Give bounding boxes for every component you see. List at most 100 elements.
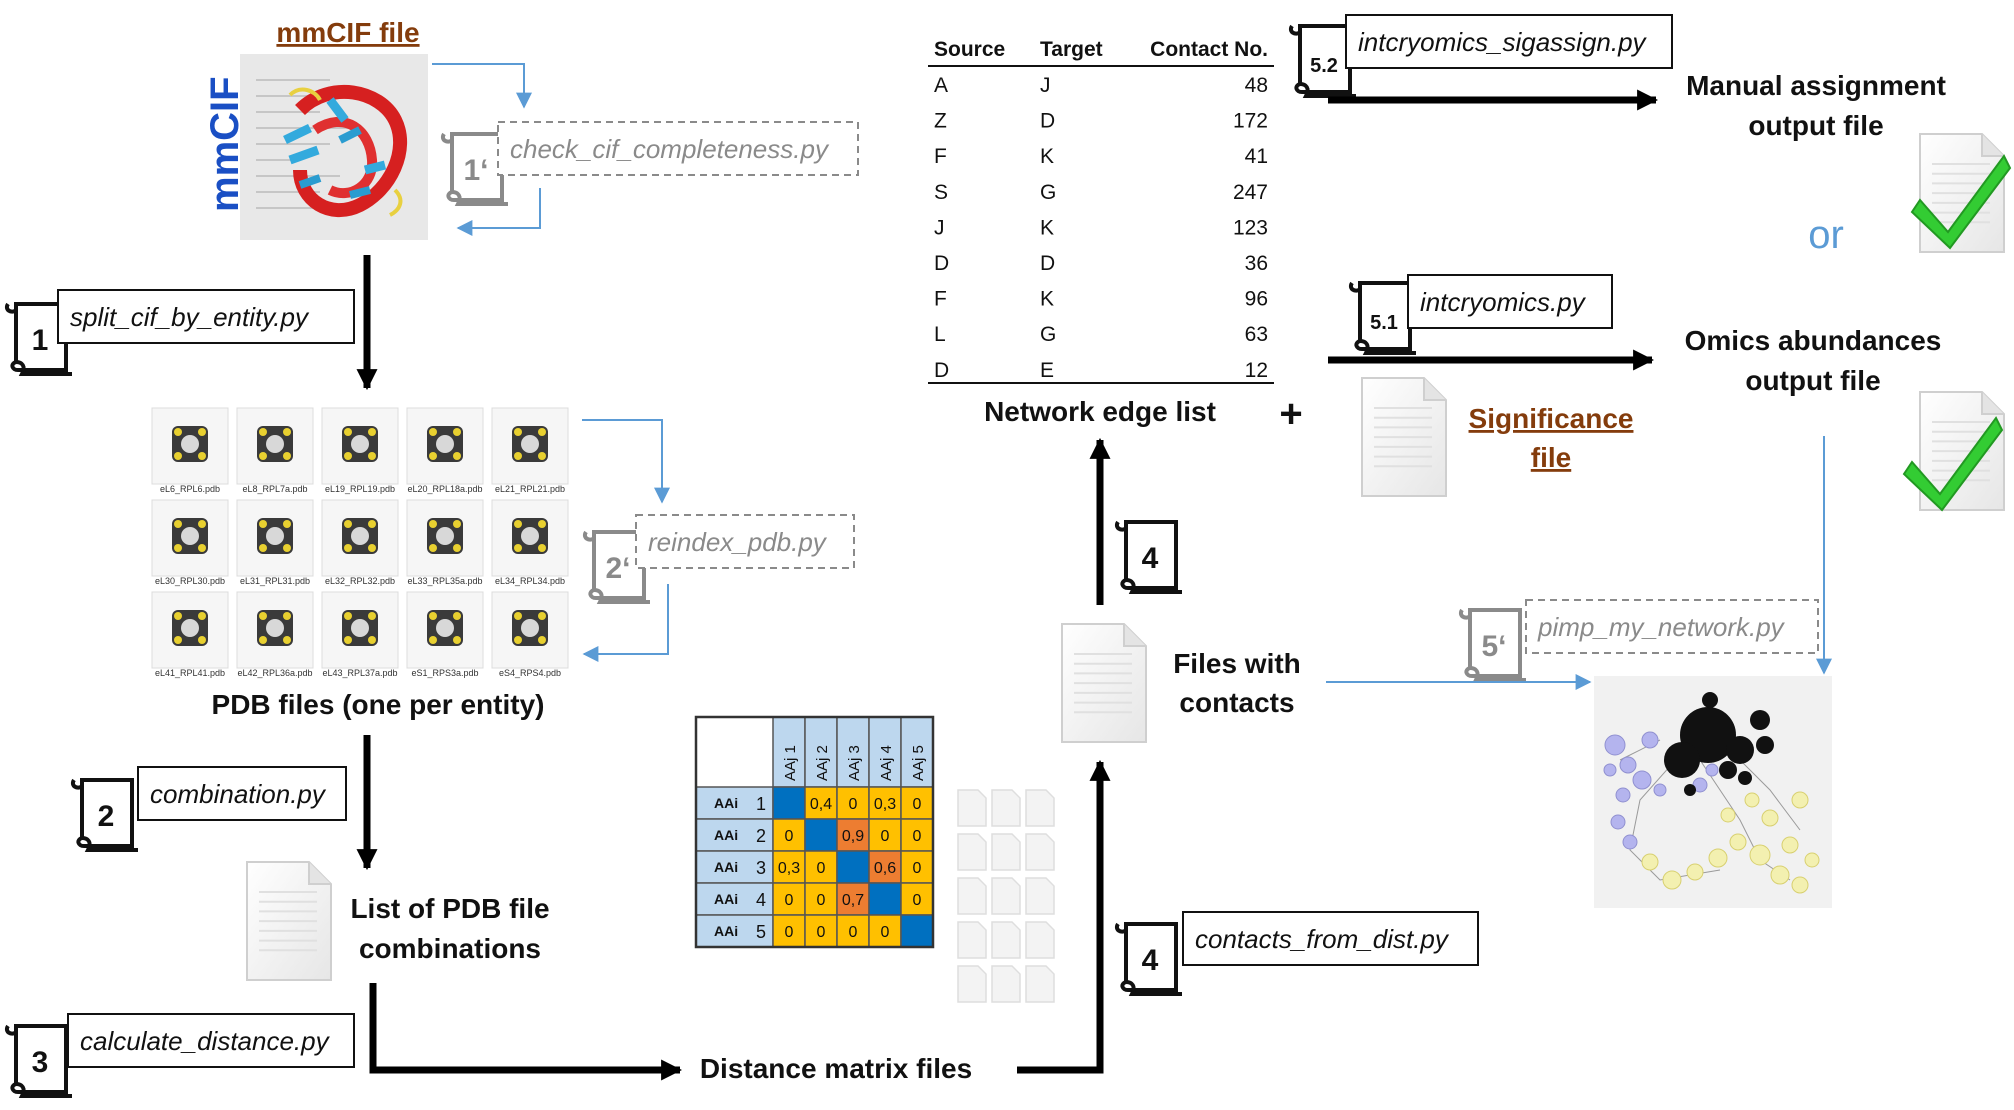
files-with-contacts-label-line1: Files with [1173, 648, 1301, 679]
script-name: intcryomics.py [1420, 287, 1587, 317]
distance-matrix-file-icon [1025, 921, 1055, 959]
significance-file-label-line2: file [1531, 442, 1571, 473]
edge-table-row: F K 96 [934, 288, 1268, 311]
edge-table-cell: G [1040, 181, 1056, 204]
edge-table-cell: K [1040, 145, 1054, 168]
omics-abundances-label-line1: Omics abundances [1685, 325, 1942, 356]
script-s4b: 4 [1115, 520, 1182, 594]
edge-table-cell: J [934, 216, 945, 239]
script-name: combination.py [150, 779, 327, 809]
edge-table-cell: Z [934, 110, 947, 133]
edge-table-cell: D [1040, 110, 1055, 133]
script-step-number: 2‘ [605, 552, 630, 585]
matrix-row-number: 3 [756, 858, 766, 878]
edge-table-cell: K [1040, 216, 1054, 239]
matrix-cell-value: 0 [913, 828, 922, 845]
pdb-file-name: eL34_RPL34.pdb [495, 576, 565, 586]
edge-table-cell: 96 [1245, 288, 1268, 311]
workflow-arrows [356, 89, 1659, 1081]
or-label: or [1808, 213, 1844, 257]
script-s2: 2 combination.py [71, 766, 347, 852]
edge-table-cell: 48 [1245, 74, 1268, 97]
matrix-cell-value: 0 [913, 860, 922, 877]
script-name-box [67, 1013, 355, 1068]
matrix-cell-value: 0 [913, 892, 922, 909]
edge-table-cell: F [934, 145, 947, 168]
script-step-number: 1‘ [463, 154, 488, 187]
script-step-number: 3 [32, 1046, 49, 1079]
matrix-cell-value: 0 [849, 796, 858, 813]
matrix-row-sub-label: AAi [714, 827, 738, 843]
matrix-cell-value: 0 [817, 860, 826, 877]
files-with-contacts-document-icon [1061, 623, 1147, 743]
pdb-file-item: eL19_RPL19.pdb [321, 407, 399, 494]
pdb-file-item: eS1_RPS3a.pdb [406, 591, 484, 678]
distance-matrix-file-icon [991, 833, 1021, 871]
pdb-file-name: eL20_RPL18a.pdb [407, 484, 482, 494]
pdb-file-item: eL33_RPL35a.pdb [406, 499, 484, 586]
edge-table-header: Contact No. [1150, 38, 1268, 61]
check-icon [1902, 416, 2004, 512]
script-step-number: 4 [1142, 944, 1159, 977]
distance-matrix-file-icon [1025, 833, 1055, 871]
edge-table-cell: 41 [1245, 145, 1268, 168]
script-name: split_cif_by_entity.py [70, 302, 310, 332]
significance-file-label-line1: Significance [1469, 403, 1634, 434]
matrix-cell [804, 914, 838, 948]
manual-assignment-label-line2: output file [1748, 110, 1883, 141]
matrix-cell [868, 850, 902, 884]
distance-matrix-file-icon [1025, 877, 1055, 915]
script-name: intcryomics_sigassign.py [1358, 27, 1648, 57]
matrix-cell-value: 0 [913, 796, 922, 813]
matrix-cell [900, 914, 934, 948]
edge-table-row: F K 41 [934, 145, 1268, 168]
matrix-cell [772, 850, 806, 884]
matrix-row-sub-label: AAi [714, 795, 738, 811]
script-name: contacts_from_dist.py [1195, 924, 1450, 954]
pdb-file-item: eS4_RPS4.pdb [491, 591, 569, 678]
edge-table-cell: K [1040, 288, 1054, 311]
edge-table-cell: 247 [1233, 181, 1268, 204]
edge-table-cell: 12 [1245, 359, 1268, 382]
script-name-box [137, 766, 347, 821]
matrix-row-header [695, 786, 774, 820]
script-name: check_cif_completeness.py [510, 134, 830, 164]
list-pdb-combinations-label-line1: List of PDB file [350, 893, 549, 924]
script-step-number: 4 [1142, 542, 1159, 575]
pdb-file-name: eL30_RPL30.pdb [155, 576, 225, 586]
pdb-file-name: eL21_RPL21.pdb [495, 484, 565, 494]
pdb-file-name: eL8_RPL7a.pdb [242, 484, 307, 494]
script-scroll-icon: 2 [71, 778, 138, 852]
list-pdb-combinations-label-line2: combinations [359, 933, 541, 964]
matrix-cell-value: 0 [881, 828, 890, 845]
pdb-file-item: eL31_RPL31.pdb [236, 499, 314, 586]
network-edge-list-label: Network edge list [984, 396, 1216, 427]
pdb-file-item: eL41_RPL41.pdb [151, 591, 229, 678]
pdb-file-name: eS1_RPS3a.pdb [411, 668, 478, 678]
distance-matrix-file-icon [991, 789, 1021, 827]
script-name-box [1407, 274, 1613, 329]
script-name: pimp_my_network.py [1537, 612, 1786, 642]
matrix-cell-value: 0,9 [842, 828, 864, 845]
script-scroll-icon: 5.1 [1349, 281, 1416, 355]
omics-abundances-output-document-icon [1919, 391, 2005, 511]
edge-table-header: Source [934, 38, 1005, 61]
matrix-row-number: 5 [756, 922, 766, 942]
matrix-cell [868, 786, 902, 820]
script-scroll-icon: 5.2 [1289, 24, 1356, 98]
edge-table-cell: A [934, 74, 948, 97]
pdb-file-name: eL19_RPL19.pdb [325, 484, 395, 494]
matrix-column-label: AAj 4 [878, 745, 895, 781]
edge-table-cell: D [1040, 252, 1055, 275]
pdb-file-item: eL43_RPL37a.pdb [321, 591, 399, 678]
edge-table-cell: F [934, 288, 947, 311]
